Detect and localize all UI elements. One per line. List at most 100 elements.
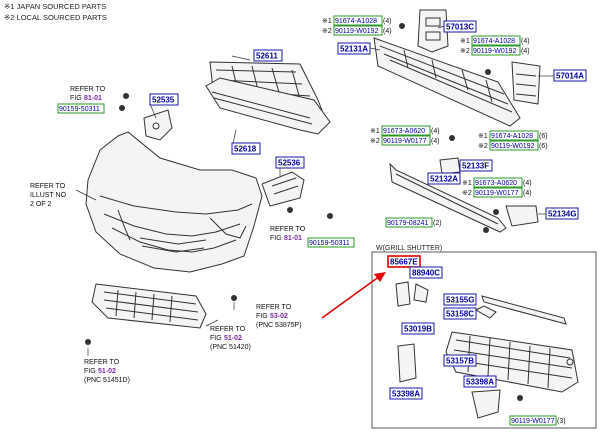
refer-81-01-a-fig: FIG: [70, 95, 82, 102]
fastener-90119-w0192-a[interactable]: [333, 25, 383, 36]
label-53398a-left-text: 53398A: [392, 390, 420, 399]
label-52133f[interactable]: [459, 159, 493, 172]
label-52133f-text: 52133F: [462, 162, 489, 171]
fastener-90119-w0177-a[interactable]: [381, 135, 431, 146]
fastener-90159-50311-a[interactable]: [57, 103, 105, 114]
label-57013c[interactable]: [443, 20, 477, 33]
refer-illust-line2: ILLUST NO: [30, 192, 67, 199]
fastener-90119-w0177-b[interactable]: [473, 187, 523, 198]
fastener-qty-13: (2): [433, 220, 442, 227]
fastener-90179-08241[interactable]: [385, 217, 433, 228]
fastener-91673-a0620-b-text: 91673-A0620: [475, 180, 517, 187]
refer-51-02-a-fig: FIG: [210, 335, 222, 342]
label-52134g[interactable]: [545, 207, 579, 220]
fastener-91674-a1028-a-text: 91674-A1028: [335, 18, 377, 25]
label-52536[interactable]: [275, 156, 305, 169]
label-53019b[interactable]: [401, 322, 435, 335]
refer-51-02-b-line1: REFER TO: [84, 359, 120, 366]
fastener-qty-5: (4): [431, 128, 440, 135]
label-52618[interactable]: [231, 142, 261, 155]
label-52132a-text: 52132A: [430, 175, 458, 184]
fastener-91673-a0620-b[interactable]: [473, 177, 523, 188]
fastener-90159-50311-b-text: 90159-50311: [309, 240, 350, 247]
label-53155g[interactable]: [443, 293, 477, 306]
inset-title: W(GRILL SHUTTER): [376, 245, 442, 252]
fastener-90159-50311-a-text: 90159-50311: [59, 106, 100, 113]
label-52132a[interactable]: [427, 172, 461, 185]
fastener-91674-a1028-c[interactable]: [489, 130, 539, 141]
fastener-qty-2: (4): [383, 28, 392, 35]
mark-2-c: ※2: [370, 138, 380, 145]
fastener-qty-10: (4): [523, 190, 532, 197]
label-52134g-text: 52134G: [548, 210, 576, 219]
absorber-lower-drawing: [205, 77, 331, 135]
fastener-qty-7: (6): [539, 133, 548, 140]
label-57014a[interactable]: [553, 69, 587, 82]
fastener-qty-1: (4): [383, 18, 392, 25]
fastener-91674-a1028-c-text: 91674-A1028: [491, 133, 533, 140]
mark-2-e: ※2: [462, 190, 472, 197]
fastener-91673-a0620-a[interactable]: [381, 125, 431, 136]
refer-81-01-a-link[interactable]: 81-01: [84, 95, 102, 102]
label-52611[interactable]: [253, 49, 283, 62]
fastener-90119-w0177-c[interactable]: [509, 415, 557, 426]
mark-2-a: ※2: [322, 28, 332, 35]
label-52131a-text: 52131A: [340, 45, 368, 54]
bracket-57014a-drawing: [511, 61, 541, 105]
label-52535-text: 52535: [152, 96, 175, 105]
fastener-90119-w0192-c[interactable]: [489, 140, 539, 151]
label-85667e-text: 85667E: [390, 258, 418, 267]
refer-81-01-b-fig: FIG: [270, 235, 282, 242]
label-52131a[interactable]: [337, 42, 371, 55]
refer-illust-line3: 2 OF 2: [30, 201, 52, 208]
grill-shutter-inset: [371, 251, 597, 429]
fastener-qty-9: (4): [523, 180, 532, 187]
label-52618-text: 52618: [234, 145, 257, 154]
fastener-qty-3: (4): [521, 38, 530, 45]
label-52536-text: 52536: [278, 159, 301, 168]
mark-1-d: ※1: [478, 133, 488, 140]
label-53157b[interactable]: [443, 354, 477, 367]
label-53398a-right[interactable]: [463, 375, 497, 388]
fastener-90119-w0177-a-text: 90119-W0177: [383, 138, 427, 145]
label-53398a-right-text: 53398A: [466, 378, 494, 387]
refer-51-02-b-link[interactable]: 51-02: [98, 368, 116, 375]
refer-51-02-b-fig: FIG: [84, 368, 96, 375]
inset-parts-drawing: [395, 281, 579, 419]
refer-81-01-b-link[interactable]: 81-01: [284, 235, 302, 242]
retainer-52535-drawing: [143, 109, 173, 141]
label-85667e[interactable]: [387, 255, 421, 268]
retainer-52536-drawing: [261, 171, 305, 207]
fastener-91674-a1028-a[interactable]: [333, 15, 383, 26]
reinforcement-bar-drawing: [373, 37, 521, 127]
refer-53-02-fig: FIG: [256, 313, 268, 320]
fastener-90119-w0177-c-text: 90119-W0177: [511, 418, 555, 425]
fastener-90119-w0192-c-text: 90119-W0192: [491, 143, 535, 150]
fastener-91674-a1028-b[interactable]: [471, 35, 521, 46]
lower-reinforcement-drawing: [389, 162, 507, 233]
fastener-90119-w0177-b-text: 90119-W0177: [475, 190, 519, 197]
bolt-icon: [85, 23, 523, 401]
bracket-52134g-drawing: [505, 205, 539, 227]
fastener-90159-50311-b[interactable]: [307, 237, 355, 248]
refer-53-02-line1: REFER TO: [256, 304, 292, 311]
refer-51-02-a-line1: REFER TO: [210, 326, 246, 333]
label-57014a-text: 57014A: [556, 72, 584, 81]
label-52535[interactable]: [149, 93, 179, 106]
label-53155g-text: 53155G: [446, 296, 474, 305]
label-57013c-text: 57013C: [446, 23, 474, 32]
note-japan-sourced: ※1 JAPAN SOURCED PARTS: [4, 2, 106, 11]
label-88940c[interactable]: [409, 266, 443, 279]
fastener-90119-w0192-b[interactable]: [471, 45, 521, 56]
fastener-91673-a0620-a-text: 91673-A0620: [383, 128, 425, 135]
refer-53-02-link[interactable]: 53-02: [270, 313, 288, 320]
label-53157b-text: 53157B: [446, 357, 474, 366]
mark-1-c: ※1: [370, 128, 380, 135]
refer-51-02-a-pnc: (PNC 51420): [210, 344, 251, 351]
label-53158c[interactable]: [443, 307, 477, 320]
refer-51-02-a-link[interactable]: 51-02: [224, 335, 242, 342]
fastener-qty-6: (4): [431, 138, 440, 145]
bracket-52133f-drawing: [439, 157, 461, 175]
label-53398a-left[interactable]: [389, 387, 423, 400]
